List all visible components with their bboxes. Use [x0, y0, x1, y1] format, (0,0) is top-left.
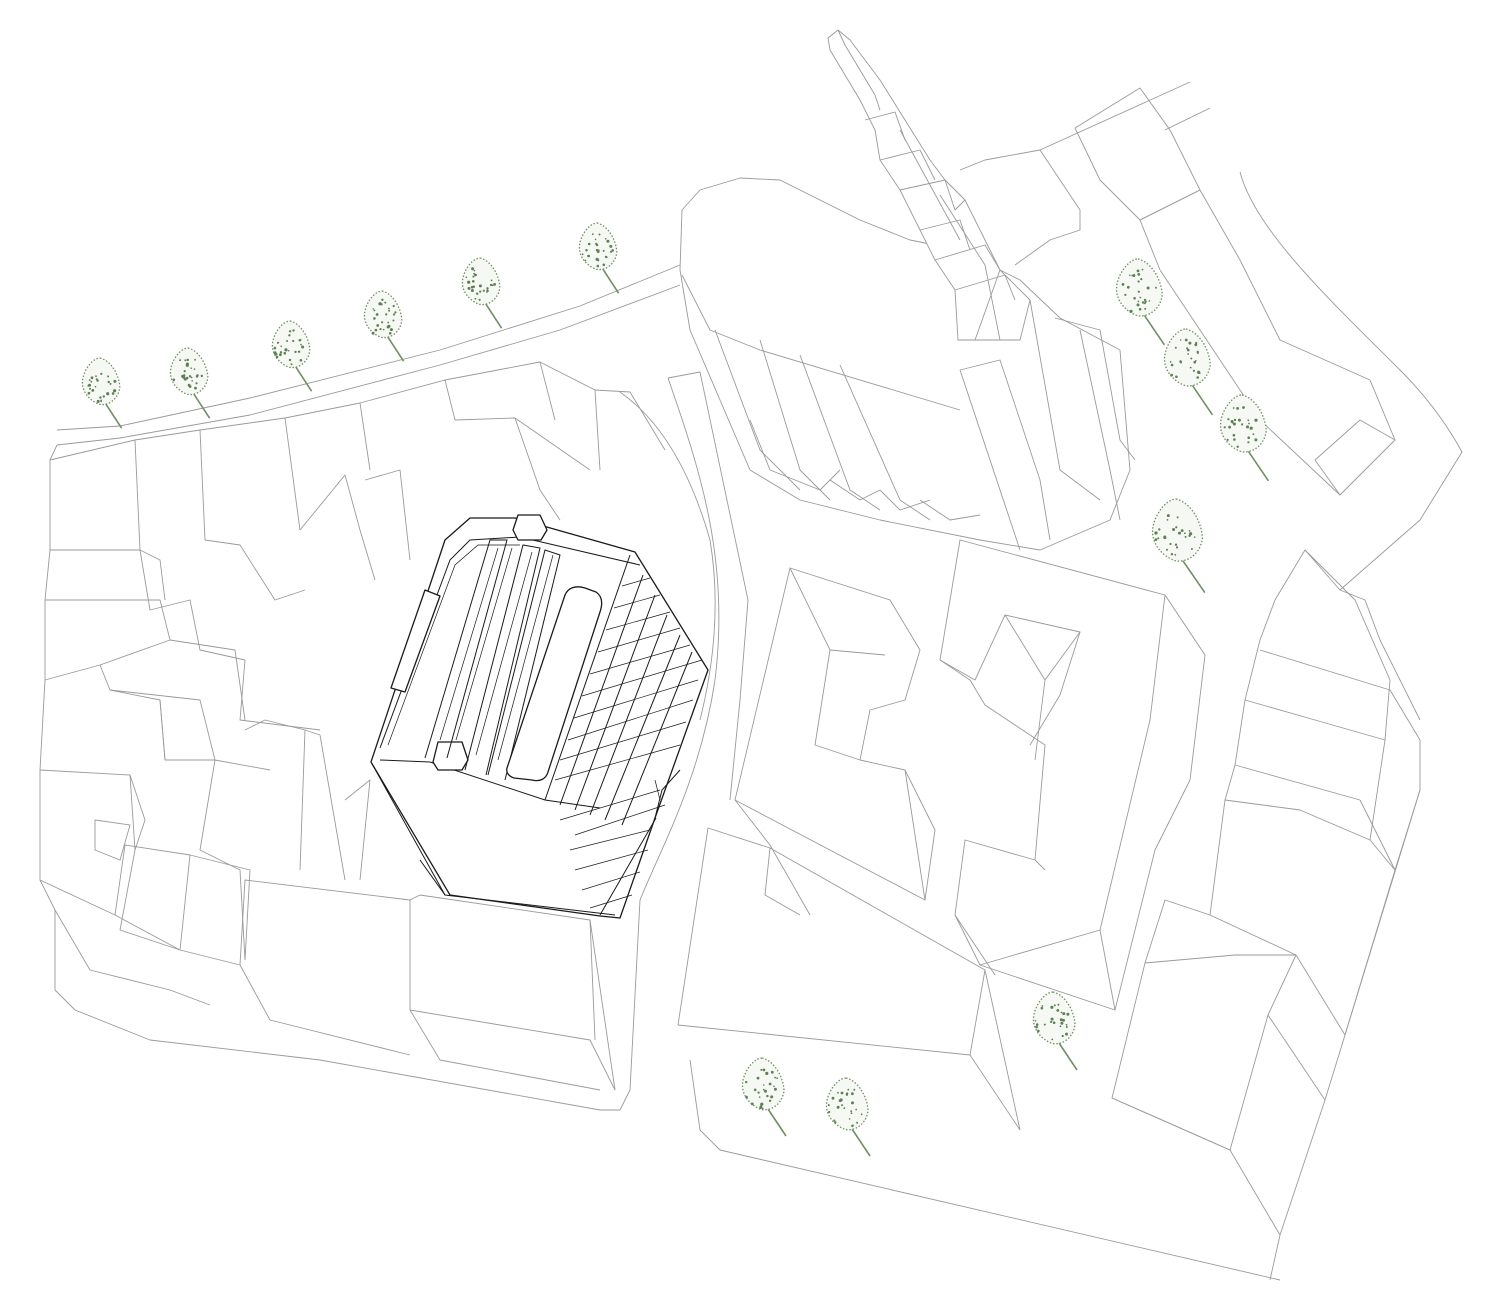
tree-4: [363, 290, 405, 362]
tree-10: [1151, 498, 1206, 594]
tree-13: [825, 1077, 871, 1157]
church-with-spire: [679, 29, 1136, 551]
highlighted-tower: [370, 514, 709, 919]
left-city-block: [39, 361, 666, 1111]
tree-12: [741, 1057, 787, 1137]
tree-8: [1163, 328, 1214, 416]
tree-1: [81, 357, 123, 429]
tree-9: [1219, 394, 1270, 482]
tree-11: [1032, 991, 1078, 1071]
north-east-buildings: [959, 87, 1396, 496]
tree-6: [578, 222, 620, 294]
central-block: [734, 539, 1206, 1011]
tree-5: [461, 257, 503, 329]
tree-3: [271, 320, 313, 392]
tree-2: [169, 347, 211, 419]
south-east-buildings: [677, 549, 1421, 1281]
tree-7: [1115, 258, 1166, 346]
street-edges: [56, 81, 1463, 1281]
street-trees: [81, 222, 1270, 1157]
